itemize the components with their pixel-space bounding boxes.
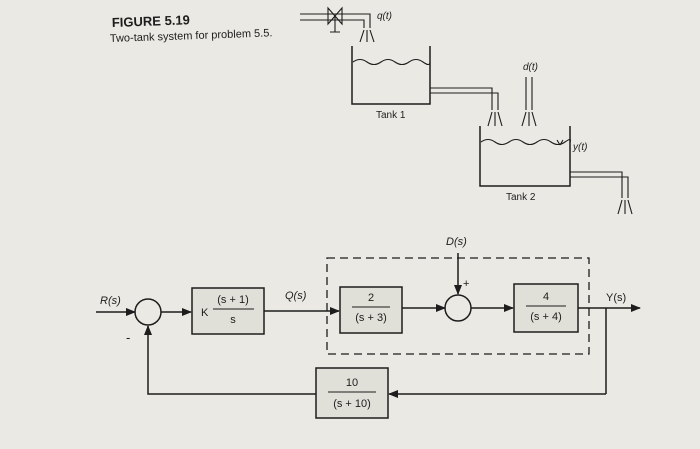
feedback-denominator: (s + 10) xyxy=(333,398,371,410)
tank1-outlet-pipe xyxy=(430,87,499,110)
tank2-outline xyxy=(479,126,571,187)
tank2-outlet-pipe xyxy=(570,171,629,198)
plant1-block xyxy=(339,286,403,334)
tank1-outline xyxy=(351,46,431,105)
disturbance-stream xyxy=(521,111,537,127)
plant1-denominator: (s + 3) xyxy=(355,312,386,324)
tank1-water xyxy=(352,58,431,66)
plant2-numerator: 4 xyxy=(543,291,549,303)
disturbance-inflow-label: d(t) xyxy=(523,62,538,73)
inlet-pipe xyxy=(300,13,371,28)
controller-gain: K xyxy=(201,307,209,319)
valve-stem xyxy=(330,16,340,33)
plant1-numerator: 2 xyxy=(368,292,374,304)
output-label: Y(s) xyxy=(606,292,626,304)
tank1-outflow-stream xyxy=(487,111,503,127)
controller-denominator: s xyxy=(230,314,236,326)
summer1-minus-sign: - xyxy=(126,330,130,345)
level-marker xyxy=(556,139,564,146)
plant2-block xyxy=(513,283,579,333)
level-label: y(t) xyxy=(572,142,587,153)
block-diagram: R(s) - K (s + 1) s Q(s) 2 (s + 3) + D(s)… xyxy=(96,236,641,419)
feedback-block xyxy=(315,367,389,419)
tank2-label: Tank 2 xyxy=(506,192,536,203)
disturbance-pipe xyxy=(525,77,533,110)
two-tank-illustration: q(t) Tank 1 d(t) y(t) Tank 2 xyxy=(300,6,633,215)
summer2-plus-sign: + xyxy=(463,278,469,290)
figure-number: FIGURE 5.19 xyxy=(112,12,191,30)
summing-junction-1 xyxy=(134,298,162,326)
summing-junction-2 xyxy=(444,294,472,322)
disturbance-label: D(s) xyxy=(446,236,467,248)
feedback-numerator: 10 xyxy=(346,377,358,389)
controller-numerator: (s + 1) xyxy=(217,294,248,306)
tank1-label: Tank 1 xyxy=(376,110,406,121)
input-label: R(s) xyxy=(100,295,121,307)
inflow-label: q(t) xyxy=(377,11,392,22)
intermediate-signal-label: Q(s) xyxy=(285,290,307,302)
feedback-return-arrow xyxy=(144,325,316,395)
plant2-denominator: (s + 4) xyxy=(530,311,561,323)
figure-caption: Two-tank system for problem 5.5. xyxy=(110,27,273,45)
tank2-outflow-stream xyxy=(617,199,633,215)
valve-icon xyxy=(327,6,343,26)
tank2-water xyxy=(480,138,571,146)
inflow-stream xyxy=(359,29,375,43)
